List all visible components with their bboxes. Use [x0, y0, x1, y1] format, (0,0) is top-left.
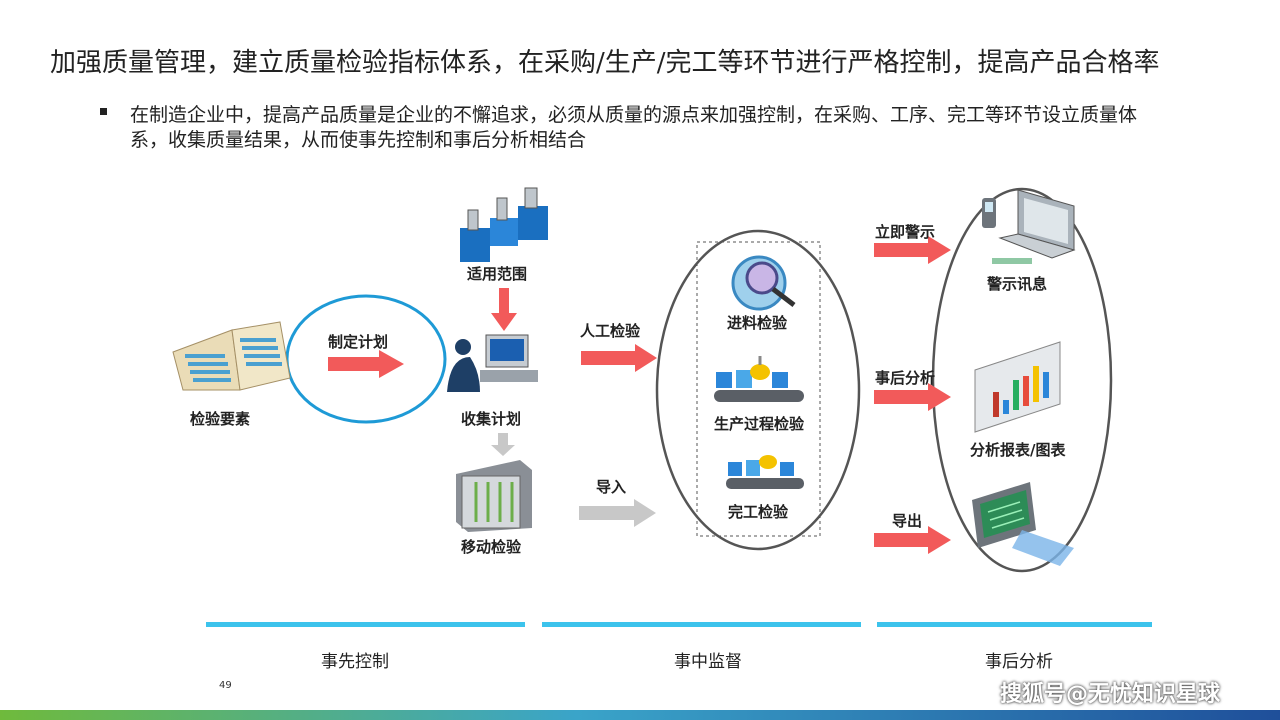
- scope-blocks-icon: [460, 187, 548, 262]
- phase-line-post: [877, 622, 1152, 627]
- monitor-export-icon: [972, 482, 1074, 566]
- laptop-icon: [982, 189, 1076, 264]
- watermark: 搜狐号@无忧知识星球: [1000, 682, 1221, 707]
- label-completion-inspection: 完工检验: [728, 503, 789, 521]
- bullet-marker: [100, 108, 107, 115]
- right-ellipse: [931, 187, 1113, 573]
- book-icon: [172, 321, 291, 391]
- label-make-plan: 制定计划: [328, 333, 389, 351]
- dashed-box: [696, 241, 821, 537]
- arrow-import: [579, 499, 656, 527]
- phase-label-pre: 事先控制: [321, 652, 389, 672]
- page-number: 49: [219, 680, 232, 691]
- label-collect-plan: 收集计划: [461, 410, 522, 428]
- bullet-text: 在制造企业中，提高产品质量是企业的不懈追求，必须从质量的源点来加强控制，在采购、…: [130, 104, 1138, 151]
- phase-label-mid: 事中监督: [674, 652, 742, 672]
- label-post-analysis: 事后分析: [875, 369, 936, 387]
- label-import: 导入: [596, 478, 627, 496]
- label-mobile-inspection: 移动检验: [461, 538, 522, 556]
- label-process-inspection: 生产过程检验: [714, 415, 805, 433]
- slide-title: 加强质量管理，建立质量检验指标体系，在采购/生产/完工等环节进行严格控制，提高产…: [50, 48, 1160, 78]
- label-export: 导出: [892, 512, 923, 530]
- label-alert-message: 警示讯息: [987, 275, 1048, 293]
- arrow-alert: [874, 236, 951, 264]
- arrow-scope-down: [491, 288, 517, 331]
- label-manual-inspection: 人工检验: [580, 322, 641, 340]
- label-analysis-report: 分析报表/图表: [970, 441, 1066, 459]
- label-incoming-inspection: 进料检验: [727, 314, 788, 332]
- label-immediate-alert: 立即警示: [875, 223, 936, 241]
- conveyor-icon-completion: [726, 455, 804, 489]
- middle-ellipse: [655, 229, 861, 551]
- magnifier-icon: [731, 255, 796, 311]
- footer-bar: [0, 710, 1280, 720]
- conveyor-icon-process: [714, 356, 804, 402]
- phase-line-mid: [542, 622, 861, 627]
- phase-label-post: 事后分析: [985, 652, 1053, 672]
- person-computer-icon: [447, 334, 538, 392]
- arrow-make-plan: [328, 350, 404, 378]
- label-inspection-elements: 检验要素: [190, 410, 251, 428]
- arrow-post-analysis: [874, 383, 951, 411]
- server-icon: [456, 460, 532, 532]
- arrow-collect-down: [491, 433, 515, 456]
- label-scope: 适用范围: [467, 265, 528, 283]
- phase-line-pre: [206, 622, 525, 627]
- bar-chart-icon: [974, 341, 1061, 433]
- arrow-manual: [581, 344, 657, 372]
- arrow-export: [874, 526, 951, 554]
